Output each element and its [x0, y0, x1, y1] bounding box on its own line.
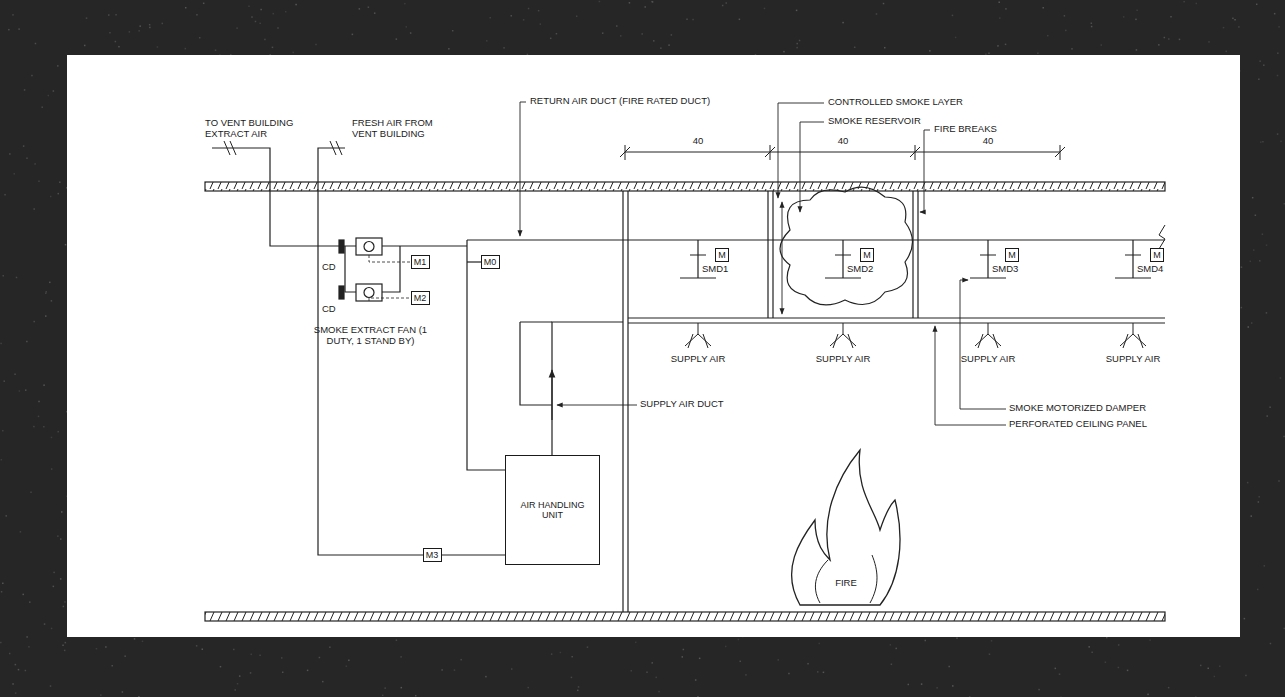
- damper-tag: SMD4: [1137, 264, 1163, 275]
- callout-text: RETURN AIR DUCT (FIRE RATED DUCT): [530, 96, 710, 107]
- fire-label: FIRE: [825, 578, 867, 589]
- callout-text: PERFORATED CEILING PANEL: [1009, 419, 1147, 430]
- air-handling-unit-box: AIR HANDLING UNIT: [505, 455, 600, 565]
- motor-box: M: [860, 248, 874, 262]
- damper-tag: CD: [322, 262, 336, 273]
- damper-tag: SMD3: [992, 264, 1018, 275]
- motor-box: M0: [481, 255, 500, 269]
- equipment-name: SMOKE EXTRACT FAN (1 DUTY, 1 STAND BY): [308, 325, 433, 347]
- callout-text: FIRE BREAKS: [934, 124, 997, 135]
- diffuser-label: SUPPLY AIR: [808, 354, 878, 365]
- dimension: 40: [683, 136, 713, 147]
- diffuser-label: SUPPLY AIR: [663, 354, 733, 365]
- damper-tag: CD: [322, 304, 336, 315]
- motor-box: M: [715, 248, 729, 262]
- callout-text: CONTROLLED SMOKE LAYER: [828, 97, 963, 108]
- node-text: M: [1008, 250, 1016, 260]
- node-text: M2: [414, 293, 427, 303]
- callout-text: FRESH AIR FROM VENT BUILDING: [352, 118, 444, 140]
- node-text: M: [718, 250, 726, 260]
- motor-box: M2: [411, 291, 430, 305]
- motor-box: M: [1005, 248, 1019, 262]
- diffuser-label: SUPPLY AIR: [953, 354, 1023, 365]
- dimension: 40: [973, 136, 1003, 147]
- duct-line: [442, 554, 506, 555]
- node-text: M: [1153, 250, 1161, 260]
- node-text: M1: [414, 257, 427, 267]
- node-text: M: [863, 250, 871, 260]
- dimension: 40: [828, 136, 858, 147]
- node-text: M0: [484, 257, 497, 267]
- motor-box: M1: [411, 255, 430, 269]
- callout-text: SMOKE MOTORIZED DAMPER: [1009, 403, 1146, 414]
- motor-box: M3: [423, 548, 442, 562]
- callout-text: SUPPLY AIR DUCT: [640, 399, 724, 410]
- motor-box: M: [1150, 248, 1164, 262]
- node-text: M3: [426, 550, 439, 560]
- node-text: AIR HANDLING UNIT: [512, 500, 593, 521]
- callout-text: TO VENT BUILDING EXTRACT AIR: [205, 118, 297, 140]
- callout-text: SMOKE RESERVOIR: [828, 116, 921, 127]
- damper-tag: SMD1: [702, 264, 728, 275]
- diffuser-label: SUPPLY AIR: [1098, 354, 1168, 365]
- damper-tag: SMD2: [847, 264, 873, 275]
